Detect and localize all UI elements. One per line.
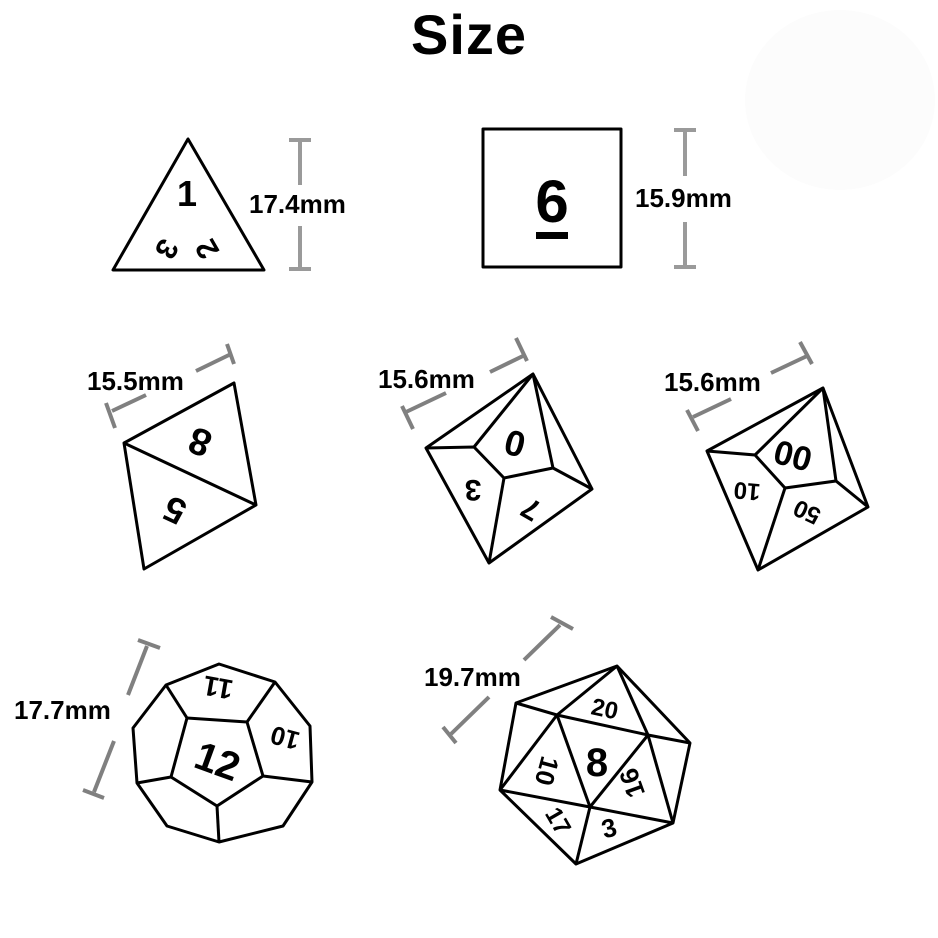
d4-die: 1 2 3 [111,137,266,272]
d8-dimension-label: 15.5mm [87,366,184,396]
d10-dimension-ruler: 15.6mm [378,337,529,430]
page-title: Size [410,3,528,66]
d10-percentile-dimension-label: 15.6mm [664,367,761,397]
d10-die: 0 3 7 [424,372,594,565]
d20-face-8: 8 [586,741,608,785]
d4-dimension-ruler: 17.4mm [249,138,346,271]
d8-die: 8 5 [122,381,258,571]
d6-face-6: 6 [535,168,568,235]
d20-dimension-label: 19.7mm [424,662,521,692]
d4-face-1: 1 [177,173,197,214]
d10-face-3: 3 [465,473,482,506]
d12-face-11: 11 [201,670,236,706]
d6-dimension-ruler: 15.9mm [635,128,732,269]
d10p-face-10: 10 [733,476,762,505]
d12-dimension-ruler: 17.7mm [14,638,161,800]
d20-die: 20 8 10 16 17 3 [498,664,692,866]
d10-percentile-dimension-ruler: 15.6mm [664,341,814,432]
d10-dimension-label: 15.6mm [378,364,475,394]
d12-dimension-label: 17.7mm [14,695,111,725]
d10-percentile-die: 00 10 50 [705,386,870,572]
d20-dimension-ruler: 19.7mm [424,615,574,745]
d6-die: 6 [481,127,623,269]
d4-dimension-label: 17.4mm [249,189,346,219]
d6-dimension-label: 15.9mm [635,183,732,213]
d20-face-20: 20 [589,693,621,725]
background-watermark [745,10,935,190]
d8-dimension-ruler: 15.5mm [87,343,236,429]
d12-die: 12 11 10 [131,662,314,844]
